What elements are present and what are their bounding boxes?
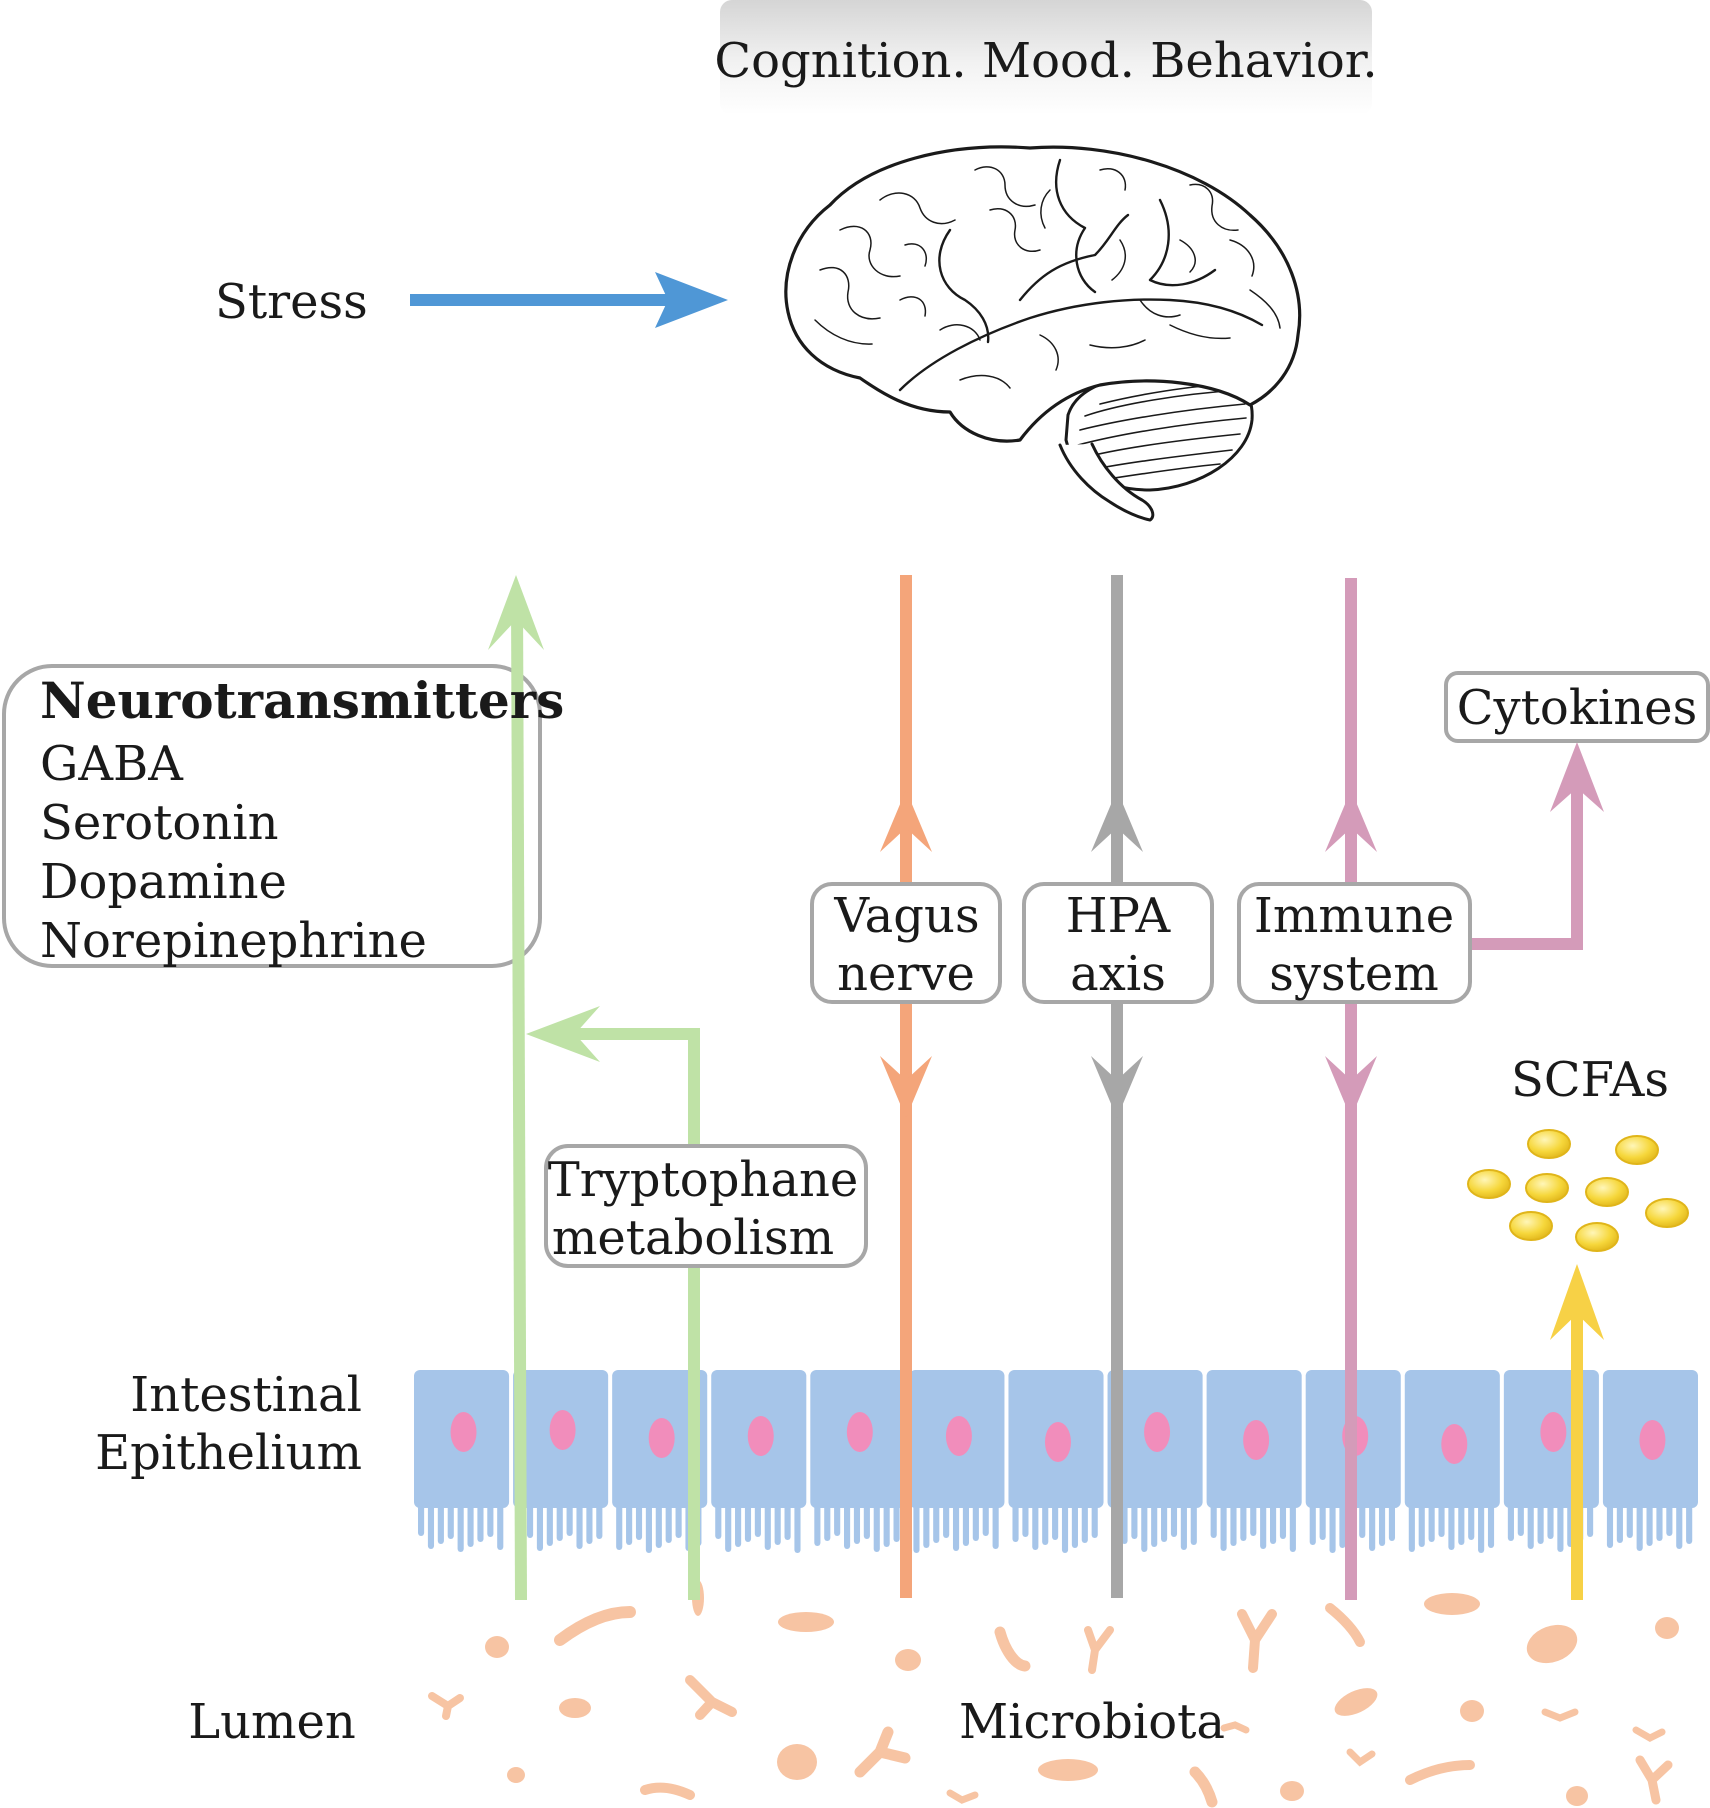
- vagus-label-line2: nerve: [837, 946, 975, 1002]
- neurotransmitter-dopamine: Dopamine: [40, 854, 287, 910]
- epithelial-cell: [1206, 1370, 1302, 1552]
- lumen-label: Lumen: [188, 1694, 356, 1750]
- neurotransmitter-norepinephrine: Norepinephrine: [40, 913, 427, 969]
- epithelial-cell: [1107, 1370, 1203, 1552]
- tryptophan-label-line1: Tryptophane: [548, 1152, 859, 1208]
- scfas-label: SCFAs: [1511, 1052, 1669, 1108]
- neurotransmitters-text: Neurotransmitters GABA Serotonin Dopamin…: [40, 671, 564, 969]
- epithelium-label-line2: Epithelium: [95, 1425, 362, 1481]
- cytokines-label: Cytokines: [1457, 680, 1697, 736]
- cytokines-box: Cytokines: [1444, 671, 1710, 743]
- scfa-molecules: [1467, 1129, 1689, 1252]
- cytokines-arrow: [1470, 742, 1604, 950]
- tryptophan-label-line2: metabolism: [552, 1210, 834, 1266]
- hpa-label-line1: HPA: [1066, 888, 1172, 944]
- neurotransmitter-arrow: [488, 575, 544, 1601]
- microbiota-cluster: [428, 1580, 1679, 1808]
- header-title: Cognition. Mood. Behavior.: [714, 33, 1377, 89]
- vagus-nerve-box: Vagus nerve: [810, 882, 1002, 1004]
- epithelial-cell: [909, 1370, 1005, 1553]
- hpa-label-line2: axis: [1070, 946, 1166, 1002]
- brain-icon: [784, 145, 1302, 522]
- tryptophan-arrow: [526, 1006, 700, 1600]
- immune-label-line1: Immune: [1254, 888, 1454, 944]
- stress-label: Stress: [215, 274, 368, 330]
- epithelial-cell: [1503, 1370, 1599, 1552]
- scfa-arrow: [1550, 1264, 1604, 1600]
- epithelial-cell: [810, 1370, 906, 1552]
- epithelium-label-line1: Intestinal: [130, 1367, 362, 1423]
- vagus-label-line1: Vagus: [833, 888, 979, 944]
- stress-arrow: [410, 272, 728, 328]
- microbiota-label: Microbiota: [959, 1694, 1225, 1750]
- immune-system-box: Immune system: [1237, 882, 1472, 1004]
- tryptophan-box: Tryptophane metabolism: [544, 1144, 868, 1268]
- neurotransmitters-box: [2, 664, 542, 968]
- immune-system-arrow: [1325, 578, 1377, 1600]
- neurotransmitter-serotonin: Serotonin: [40, 795, 279, 851]
- epithelial-cell: [513, 1370, 609, 1551]
- epithelial-cell: [1008, 1370, 1104, 1553]
- neurotransmitters-title: Neurotransmitters: [40, 671, 564, 730]
- epithelial-cell: [414, 1370, 510, 1552]
- immune-label-line2: system: [1269, 946, 1439, 1002]
- intestinal-epithelium: [414, 1370, 1698, 1553]
- epithelial-cell: [1404, 1370, 1500, 1553]
- neurotransmitter-gaba: GABA: [40, 736, 184, 792]
- epithelial-cell: [711, 1370, 807, 1553]
- header-banner: Cognition. Mood. Behavior.: [714, 0, 1378, 115]
- vagus-nerve-arrow: [880, 575, 932, 1598]
- hpa-axis-box: HPA axis: [1022, 882, 1214, 1004]
- hpa-axis-arrow: [1091, 575, 1143, 1598]
- epithelial-cell: [1602, 1370, 1698, 1551]
